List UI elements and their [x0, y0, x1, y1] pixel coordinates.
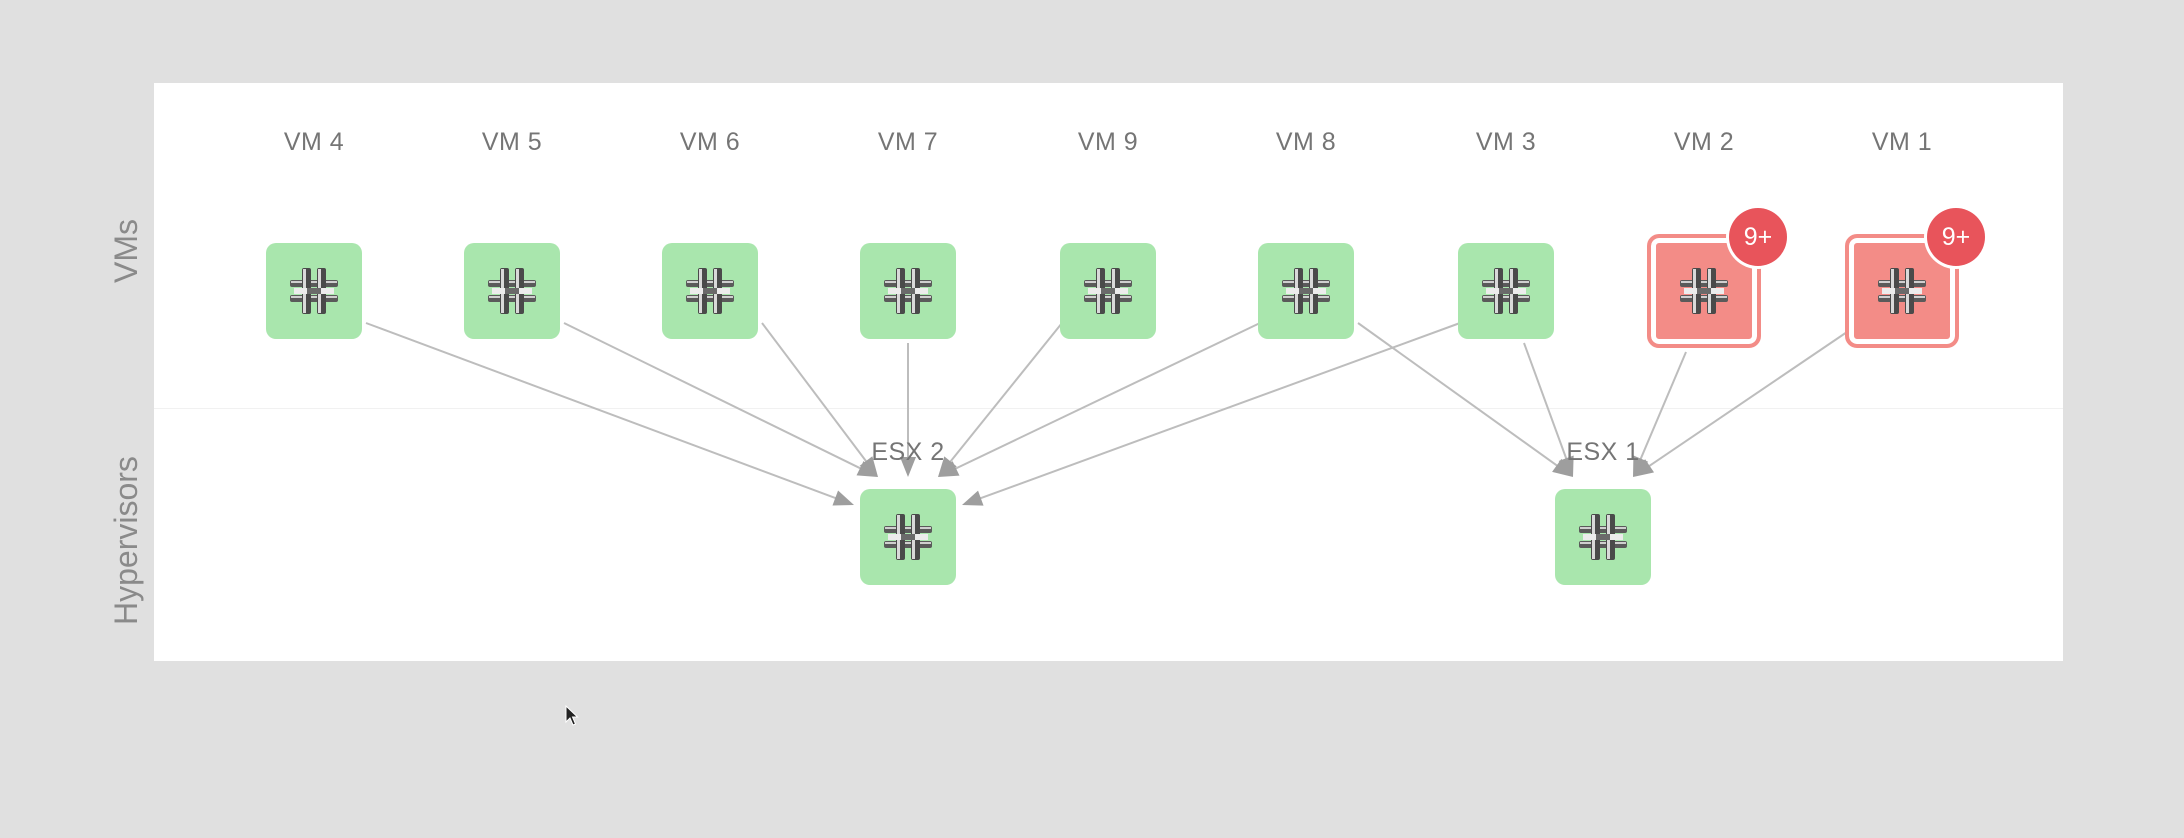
- vm-node-vm-2[interactable]: 9+: [1647, 208, 1787, 348]
- server-glyph-icon: [289, 266, 339, 316]
- server-glyph-icon: [685, 266, 735, 316]
- edge-vm-2-to-esx-1: [1639, 351, 1687, 461]
- vm-node-vm-3[interactable]: [1458, 243, 1554, 339]
- edge-vm-9-to-esx-2: [948, 322, 1063, 464]
- arrowhead-vm-4-to-esx-2: [832, 490, 854, 506]
- lane-label-vms: VMs: [108, 219, 144, 283]
- vm-node-vm-7[interactable]: [860, 243, 956, 339]
- vm-node-vm-4[interactable]: [266, 243, 362, 339]
- lane-label-hypervisors: Hypervisors: [108, 456, 144, 625]
- server-glyph-icon: [1877, 266, 1927, 316]
- hypervisor-node-esx-2[interactable]: [860, 489, 956, 585]
- hypervisor-label-esx-2: ESX 2: [871, 438, 945, 466]
- server-glyph-icon: [883, 512, 933, 562]
- edge-vm-4-to-esx-2: [365, 322, 838, 500]
- vm-label-vm-4: VM 4: [283, 128, 345, 156]
- alert-count-badge[interactable]: 9+: [1729, 208, 1787, 266]
- arrowhead-vm-9-to-esx-2: [938, 456, 957, 477]
- mouse-cursor-icon: [565, 705, 579, 726]
- server-glyph-icon: [1578, 512, 1628, 562]
- vm-node-vm-1[interactable]: 9+: [1845, 208, 1985, 348]
- server-glyph-icon: [1481, 266, 1531, 316]
- topology-panel: VMs Hypervisors VM 4 VM 5 VM 6 VM 7 VM 9 VM 8…: [108, 83, 2063, 661]
- hypervisor-node-esx-1[interactable]: [1555, 489, 1651, 585]
- edge-vm-6-to-esx-2: [761, 322, 868, 464]
- arrowhead-vm-8-to-esx-2: [938, 461, 960, 477]
- server-glyph-icon: [1083, 266, 1133, 316]
- server-glyph-icon: [883, 266, 933, 316]
- vm-node-vm-6[interactable]: [662, 243, 758, 339]
- arrowhead-vm-8-to-esx-1: [1552, 458, 1573, 477]
- arrowhead-vm-3-to-esx-2: [962, 490, 984, 506]
- vm-label-vm-2: VM 2: [1673, 128, 1735, 156]
- arrowhead-vm-6-to-esx-2: [859, 456, 878, 477]
- vm-label-vm-7: VM 7: [877, 128, 939, 156]
- hypervisor-label-esx-1: ESX 1: [1566, 438, 1640, 466]
- arrowhead-vm-3-to-esx-1: [1558, 455, 1574, 477]
- edge-vm-3-to-esx-1: [1523, 342, 1568, 461]
- lane-divider: [154, 408, 2063, 409]
- edge-vm-5-to-esx-2: [563, 322, 863, 470]
- server-glyph-icon: [1679, 266, 1729, 316]
- vm-label-vm-3: VM 3: [1475, 128, 1537, 156]
- dependency-edges: [365, 322, 1848, 506]
- vm-node-vm-9[interactable]: [1060, 243, 1156, 339]
- arrowhead-vm-7-to-esx-2: [900, 457, 916, 477]
- vm-label-vm-8: VM 8: [1275, 128, 1337, 156]
- arrowhead-vm-1-to-esx-1: [1633, 459, 1655, 477]
- edge-vm-8-to-esx-1: [1357, 322, 1559, 468]
- vm-node-vm-5[interactable]: [464, 243, 560, 339]
- edge-vm-8-to-esx-2: [953, 322, 1261, 471]
- edge-vm-3-to-esx-2: [978, 322, 1461, 500]
- vm-label-vm-9: VM 9: [1077, 128, 1139, 156]
- vm-node-vm-8[interactable]: [1258, 243, 1354, 339]
- alert-count-badge[interactable]: 9+: [1927, 208, 1985, 266]
- edge-vm-1-to-esx-1: [1647, 331, 1848, 468]
- vm-label-vm-5: VM 5: [481, 128, 543, 156]
- server-glyph-icon: [1281, 266, 1331, 316]
- vm-label-vm-6: VM 6: [679, 128, 741, 156]
- server-glyph-icon: [487, 266, 537, 316]
- vm-label-vm-1: VM 1: [1871, 128, 1933, 156]
